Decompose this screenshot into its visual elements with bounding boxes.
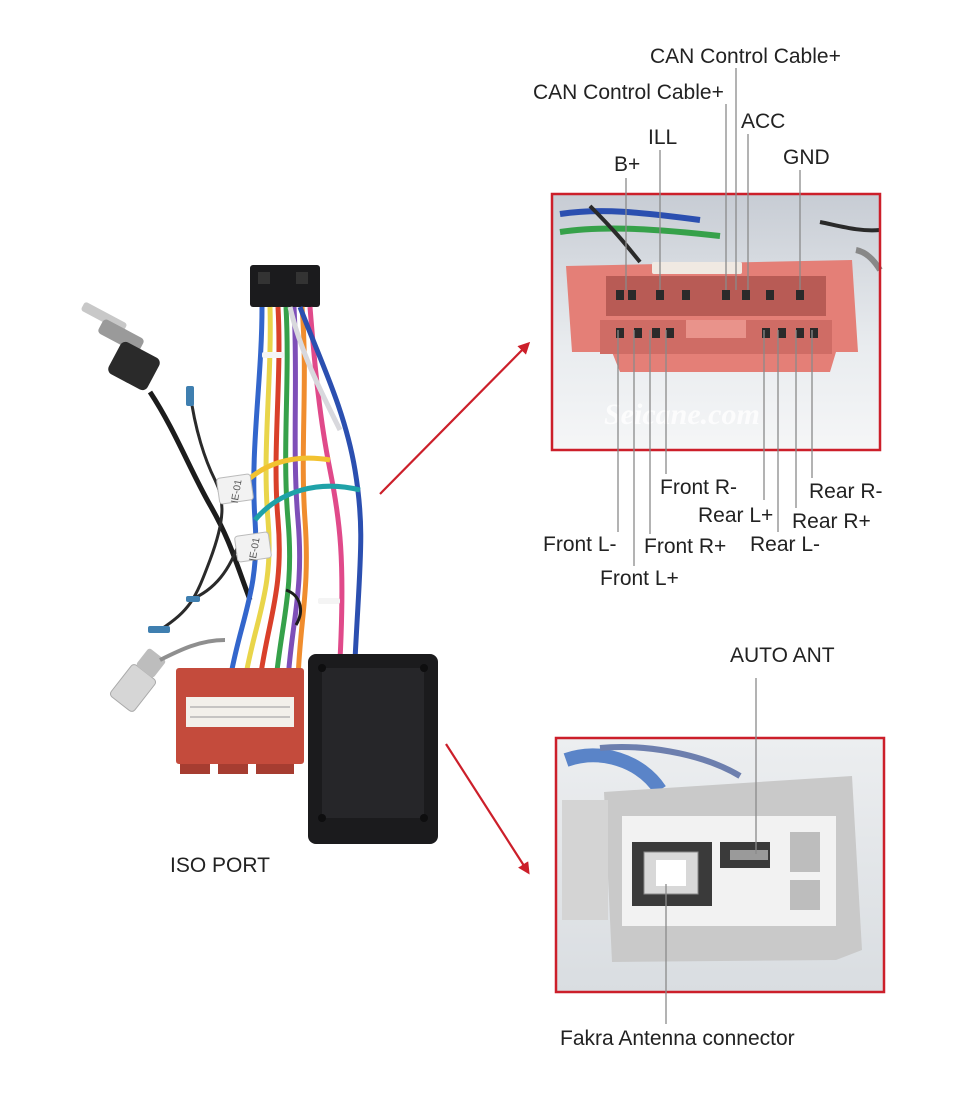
cable-tag-1 [216, 473, 254, 505]
watermark-text: Seicane.com [604, 398, 760, 431]
label-acc: ACC [741, 110, 785, 133]
wire-harness-illustration: IE-01 IE-01 ISO [81, 265, 438, 877]
closeup-frame-top [550, 192, 882, 452]
label-b-plus: B+ [614, 153, 640, 176]
label-can-control-cable-plus-2: CAN Control Cable+ [533, 81, 724, 104]
label-rear-r-plus: Rear R+ [792, 510, 871, 533]
label-fakra-antenna-connector: Fakra Antenna connector [560, 1027, 795, 1050]
label-ill: ILL [648, 126, 677, 149]
antenna-connector-closeup [554, 736, 886, 994]
arrow-to-antenna-connector [445, 743, 530, 875]
top-harness-connector-icon [250, 265, 320, 307]
label-front-l-minus: Front L- [543, 533, 617, 556]
label-gnd: GND [783, 146, 830, 169]
label-rear-r-minus: Rear R- [809, 480, 883, 503]
can-decoder-box-icon [308, 654, 438, 844]
label-rear-l-minus: Rear L- [750, 533, 820, 556]
cable-tag-2 [234, 531, 272, 563]
leader-lines-top [617, 68, 813, 566]
label-front-r-plus: Front R+ [644, 535, 726, 558]
antenna-plug-icon [81, 302, 253, 601]
iso-port-label: ISO PORT [170, 854, 270, 877]
arrow-to-can-connector [379, 341, 531, 495]
label-can-control-cable-plus-1: CAN Control Cable+ [650, 45, 841, 68]
label-front-l-plus: Front L+ [600, 567, 679, 590]
closeup-frame-bottom [554, 736, 886, 994]
label-auto-ant: AUTO ANT [730, 644, 835, 667]
cable-tag-1-text: IE-01 [230, 478, 245, 504]
small-grey-plug-icon [109, 638, 226, 712]
can-connector-closeup: Seicane.com [550, 192, 883, 452]
cable-tag-2-text: IE-01 [248, 536, 263, 562]
iso-port-connector-icon [176, 668, 304, 774]
label-rear-l-plus: Rear L+ [698, 504, 773, 527]
label-front-r-minus: Front R- [660, 476, 737, 499]
wire-bundle [227, 306, 364, 681]
